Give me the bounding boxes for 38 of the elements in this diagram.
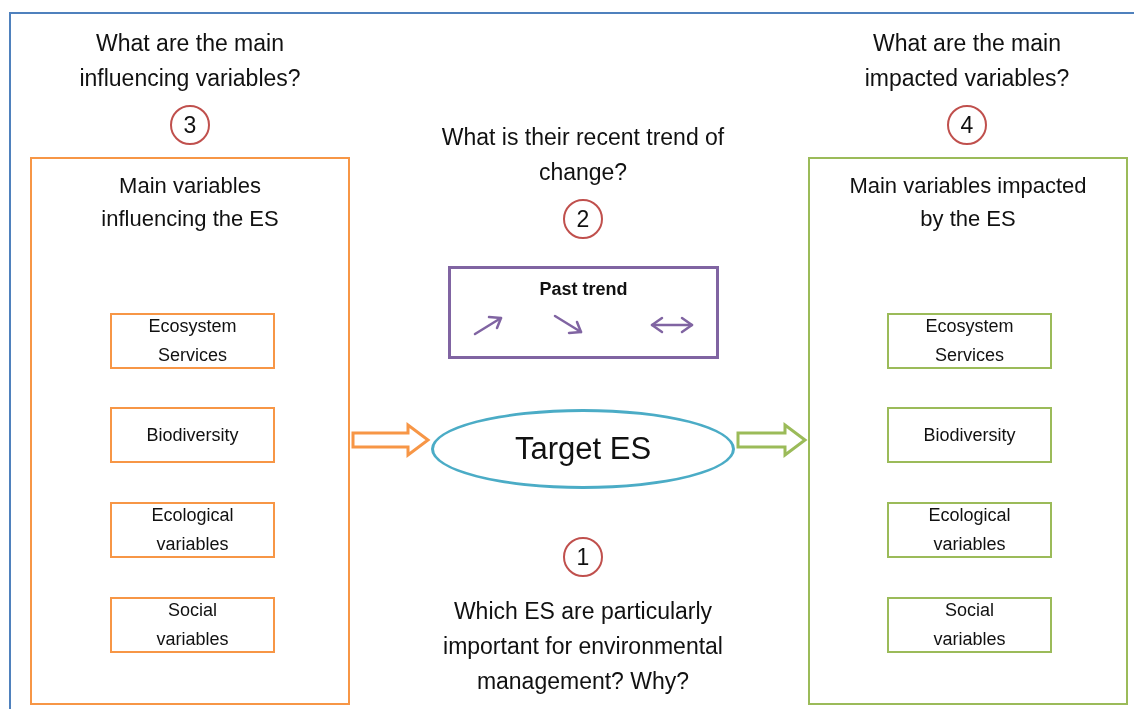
group-box	[808, 157, 1128, 705]
numbered-circle	[563, 199, 603, 239]
box-label: Social variables	[155, 599, 230, 651]
variable-box	[887, 313, 1052, 369]
numbered-circle	[947, 105, 987, 145]
step-number: 1	[576, 543, 590, 571]
box-label: Biodiversity	[146, 423, 239, 447]
ellipse-label: Target ES	[514, 431, 652, 467]
question-text: What are the main influencing variables?	[78, 29, 302, 93]
step-number: 3	[183, 111, 197, 139]
box-label: Ecological variables	[927, 504, 1012, 556]
variable-box	[887, 597, 1052, 653]
box-heading: Past trend	[539, 279, 628, 300]
question-text: What is their recent trend of change?	[440, 123, 726, 187]
variable-box	[110, 502, 275, 558]
box-label: Social variables	[932, 599, 1007, 651]
numbered-circle	[170, 105, 210, 145]
group-box	[30, 157, 350, 705]
target-ellipse	[431, 409, 735, 489]
box-heading: Main variables influencing the ES	[100, 172, 280, 233]
variable-box	[110, 407, 275, 463]
block-arrow	[736, 422, 808, 458]
box-label: Ecosystem Services	[924, 315, 1015, 367]
variable-box	[887, 407, 1052, 463]
box-label: Ecosystem Services	[147, 315, 238, 367]
numbered-circle	[563, 537, 603, 577]
box-heading: Main variables impacted by the ES	[848, 172, 1088, 233]
block-arrow	[351, 422, 431, 458]
trend-box	[448, 266, 719, 359]
variable-box	[110, 597, 275, 653]
box-label: Biodiversity	[923, 423, 1016, 447]
step-number: 2	[576, 205, 590, 233]
box-label: Ecological variables	[150, 504, 235, 556]
variable-box	[887, 502, 1052, 558]
variable-box	[110, 313, 275, 369]
question-text: What are the main impacted variables?	[863, 29, 1071, 93]
step-number: 4	[960, 111, 974, 139]
question-text: Which ES are particularly important for environmental management? Why?	[442, 597, 724, 696]
